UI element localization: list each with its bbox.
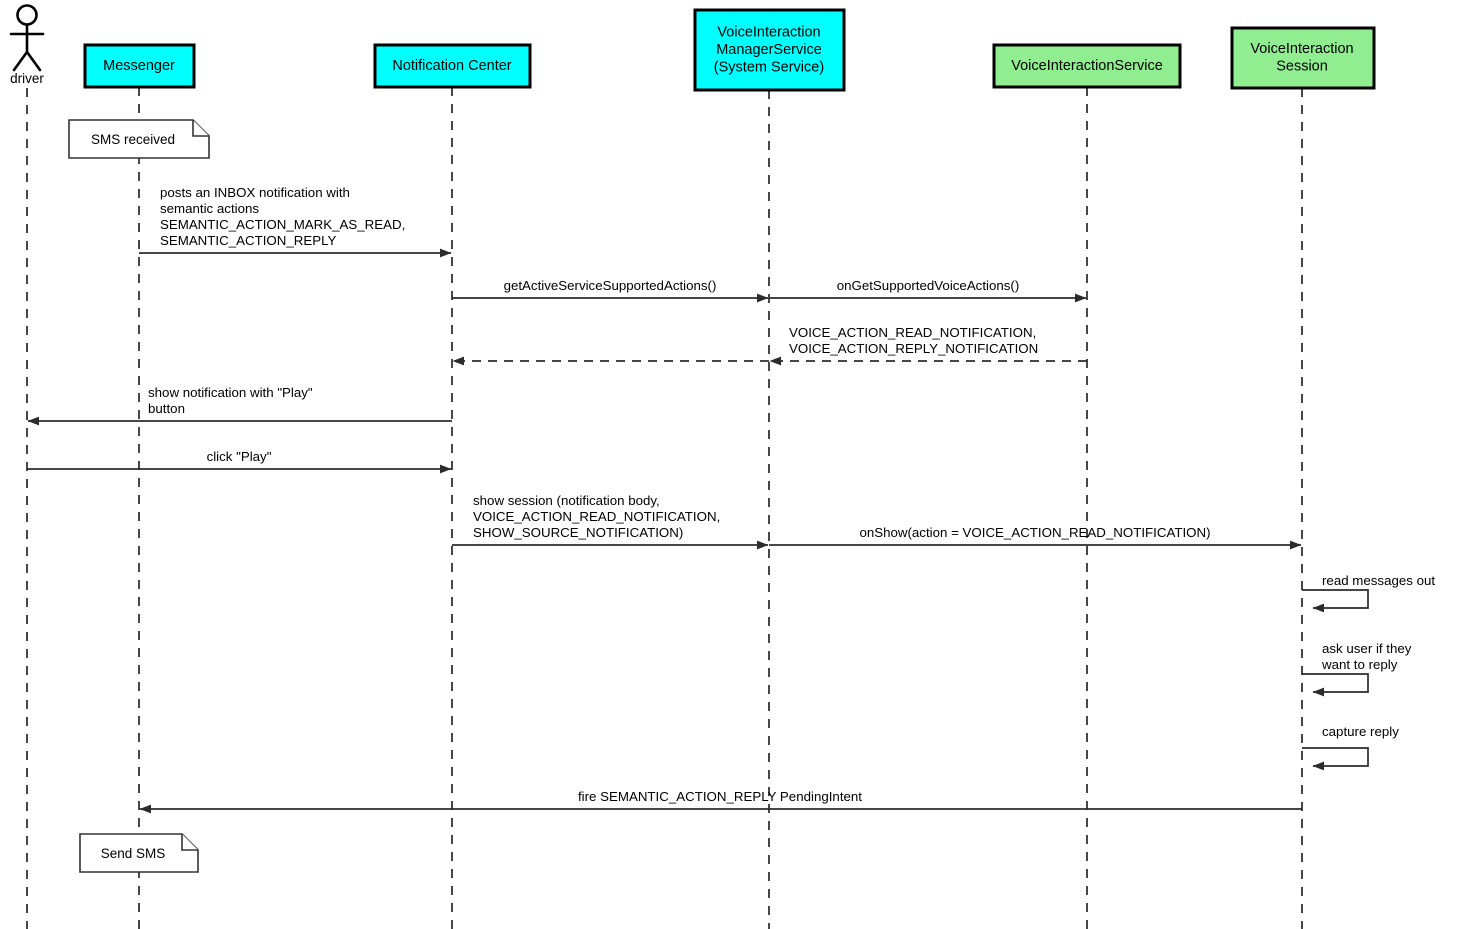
msg-click-play: click "Play" [27, 449, 452, 474]
selfcall-ask-user-if-they-want-to-reply-path [1302, 673, 1369, 697]
selfcall-ask-user-if-they-want-to-reply-label: ask user if they [1322, 641, 1412, 656]
participant-label-voice-interaction-session: Session [1276, 59, 1328, 75]
selfcall-ask-user-if-they-want-to-reply-label: want to reply [1321, 657, 1398, 672]
participant-label-voice-interaction-session: VoiceInteraction [1250, 41, 1353, 57]
msg-show-notification-play-button: show notification with "Play"button [27, 385, 452, 426]
msg-show-session-label: show session (notification body, [473, 493, 660, 508]
actor-driver[interactable]: driver [9, 4, 44, 87]
msg-fire-semantic-action-reply-pending-intent: fire SEMANTIC_ACTION_REPLY PendingIntent [139, 789, 1302, 814]
msg-return-voice-actions-to-manager-label: VOICE_ACTION_REPLY_NOTIFICATION [789, 341, 1038, 356]
note-send-sms-shape [79, 833, 199, 873]
note-send-sms-fold-icon [181, 834, 198, 851]
msg-click-play-label: click "Play" [207, 449, 272, 464]
msg-get-active-service-supported-actions-label: getActiveServiceSupportedActions() [504, 278, 717, 293]
selfcall-capture-reply: capture reply [1302, 724, 1399, 771]
selfcall-read-messages-out: read messages out [1302, 573, 1435, 613]
participant-label-voice-interaction-manager-service: ManagerService [716, 42, 822, 58]
msg-on-get-supported-voice-actions: onGetSupportedVoiceActions() [769, 278, 1087, 303]
msg-show-notification-play-button-label: show notification with "Play" [148, 385, 313, 400]
participant-box-notification-center[interactable] [373, 43, 532, 89]
msg-return-voice-actions-to-manager-label: VOICE_ACTION_READ_NOTIFICATION, [789, 325, 1036, 340]
note-sms-received-label: SMS received [91, 132, 175, 147]
selfcall-capture-reply-label: capture reply [1322, 724, 1399, 739]
participant-notification-center[interactable]: Notification Center [373, 43, 532, 89]
messages-layer: posts an INBOX notification withsemantic… [27, 185, 1302, 814]
msg-post-inbox-notification-label: semantic actions [160, 201, 259, 216]
msg-post-inbox-notification-label: posts an INBOX notification with [160, 185, 350, 200]
note-send-sms-label: Send SMS [101, 846, 166, 861]
msg-show-session-label: VOICE_ACTION_READ_NOTIFICATION, [473, 509, 720, 524]
msg-on-show-label: onShow(action = VOICE_ACTION_READ_NOTIFI… [859, 525, 1210, 540]
note-sms-received-shape [68, 119, 210, 159]
selfcall-capture-reply-path [1302, 747, 1369, 771]
participant-label-voice-interaction-manager-service: (System Service) [714, 59, 824, 75]
actor-label-driver: driver [10, 71, 44, 86]
participant-box-voice-interaction-session[interactable] [1230, 26, 1376, 90]
msg-return-voice-actions-to-manager: VOICE_ACTION_READ_NOTIFICATION,VOICE_ACT… [769, 325, 1087, 366]
selfcall-read-messages-out-label: read messages out [1322, 573, 1435, 588]
msg-get-active-service-supported-actions: getActiveServiceSupportedActions() [452, 278, 769, 303]
participant-label-notification-center: Notification Center [392, 58, 511, 74]
msg-on-show: onShow(action = VOICE_ACTION_READ_NOTIFI… [769, 525, 1302, 550]
participant-label-messenger: Messenger [103, 58, 175, 74]
msg-post-inbox-notification: posts an INBOX notification withsemantic… [139, 185, 452, 258]
note-sms-received: SMS received [68, 119, 210, 159]
participant-voice-interaction-service[interactable]: VoiceInteractionService [992, 43, 1182, 89]
participants-layer: Messenger Notification Center VoiceInterac… [83, 8, 1376, 92]
msg-show-session: show session (notification body,VOICE_AC… [452, 493, 769, 550]
selfcall-read-messages-out-path [1302, 589, 1369, 613]
msg-post-inbox-notification-label: SEMANTIC_ACTION_MARK_AS_READ, [160, 217, 405, 232]
msg-post-inbox-notification-label: SEMANTIC_ACTION_REPLY [160, 233, 336, 248]
msg-on-get-supported-voice-actions-label: onGetSupportedVoiceActions() [837, 278, 1020, 293]
participant-box-messenger[interactable] [83, 43, 196, 89]
participant-box-voice-interaction-service[interactable] [992, 43, 1182, 89]
lifelines-layer [26, 87, 1303, 929]
msg-show-notification-play-button-label: button [148, 401, 185, 416]
actor-head-icon [16, 4, 38, 26]
actor-layer: driver [9, 4, 44, 87]
actor-left-leg-icon [12, 50, 29, 72]
participant-label-voice-interaction-service: VoiceInteractionService [1011, 58, 1163, 74]
participant-messenger[interactable]: Messenger [83, 43, 196, 89]
msg-show-session-label: SHOW_SOURCE_NOTIFICATION) [473, 525, 683, 540]
note-send-sms: Send SMS [79, 833, 199, 873]
msg-fire-semantic-action-reply-pending-intent-label: fire SEMANTIC_ACTION_REPLY PendingIntent [578, 789, 862, 804]
actor-right-leg-icon [25, 50, 42, 72]
note-sms-received-fold-icon [192, 120, 209, 137]
participant-box-voice-interaction-manager-service[interactable] [693, 8, 846, 92]
participant-label-voice-interaction-manager-service: VoiceInteraction [717, 24, 820, 40]
